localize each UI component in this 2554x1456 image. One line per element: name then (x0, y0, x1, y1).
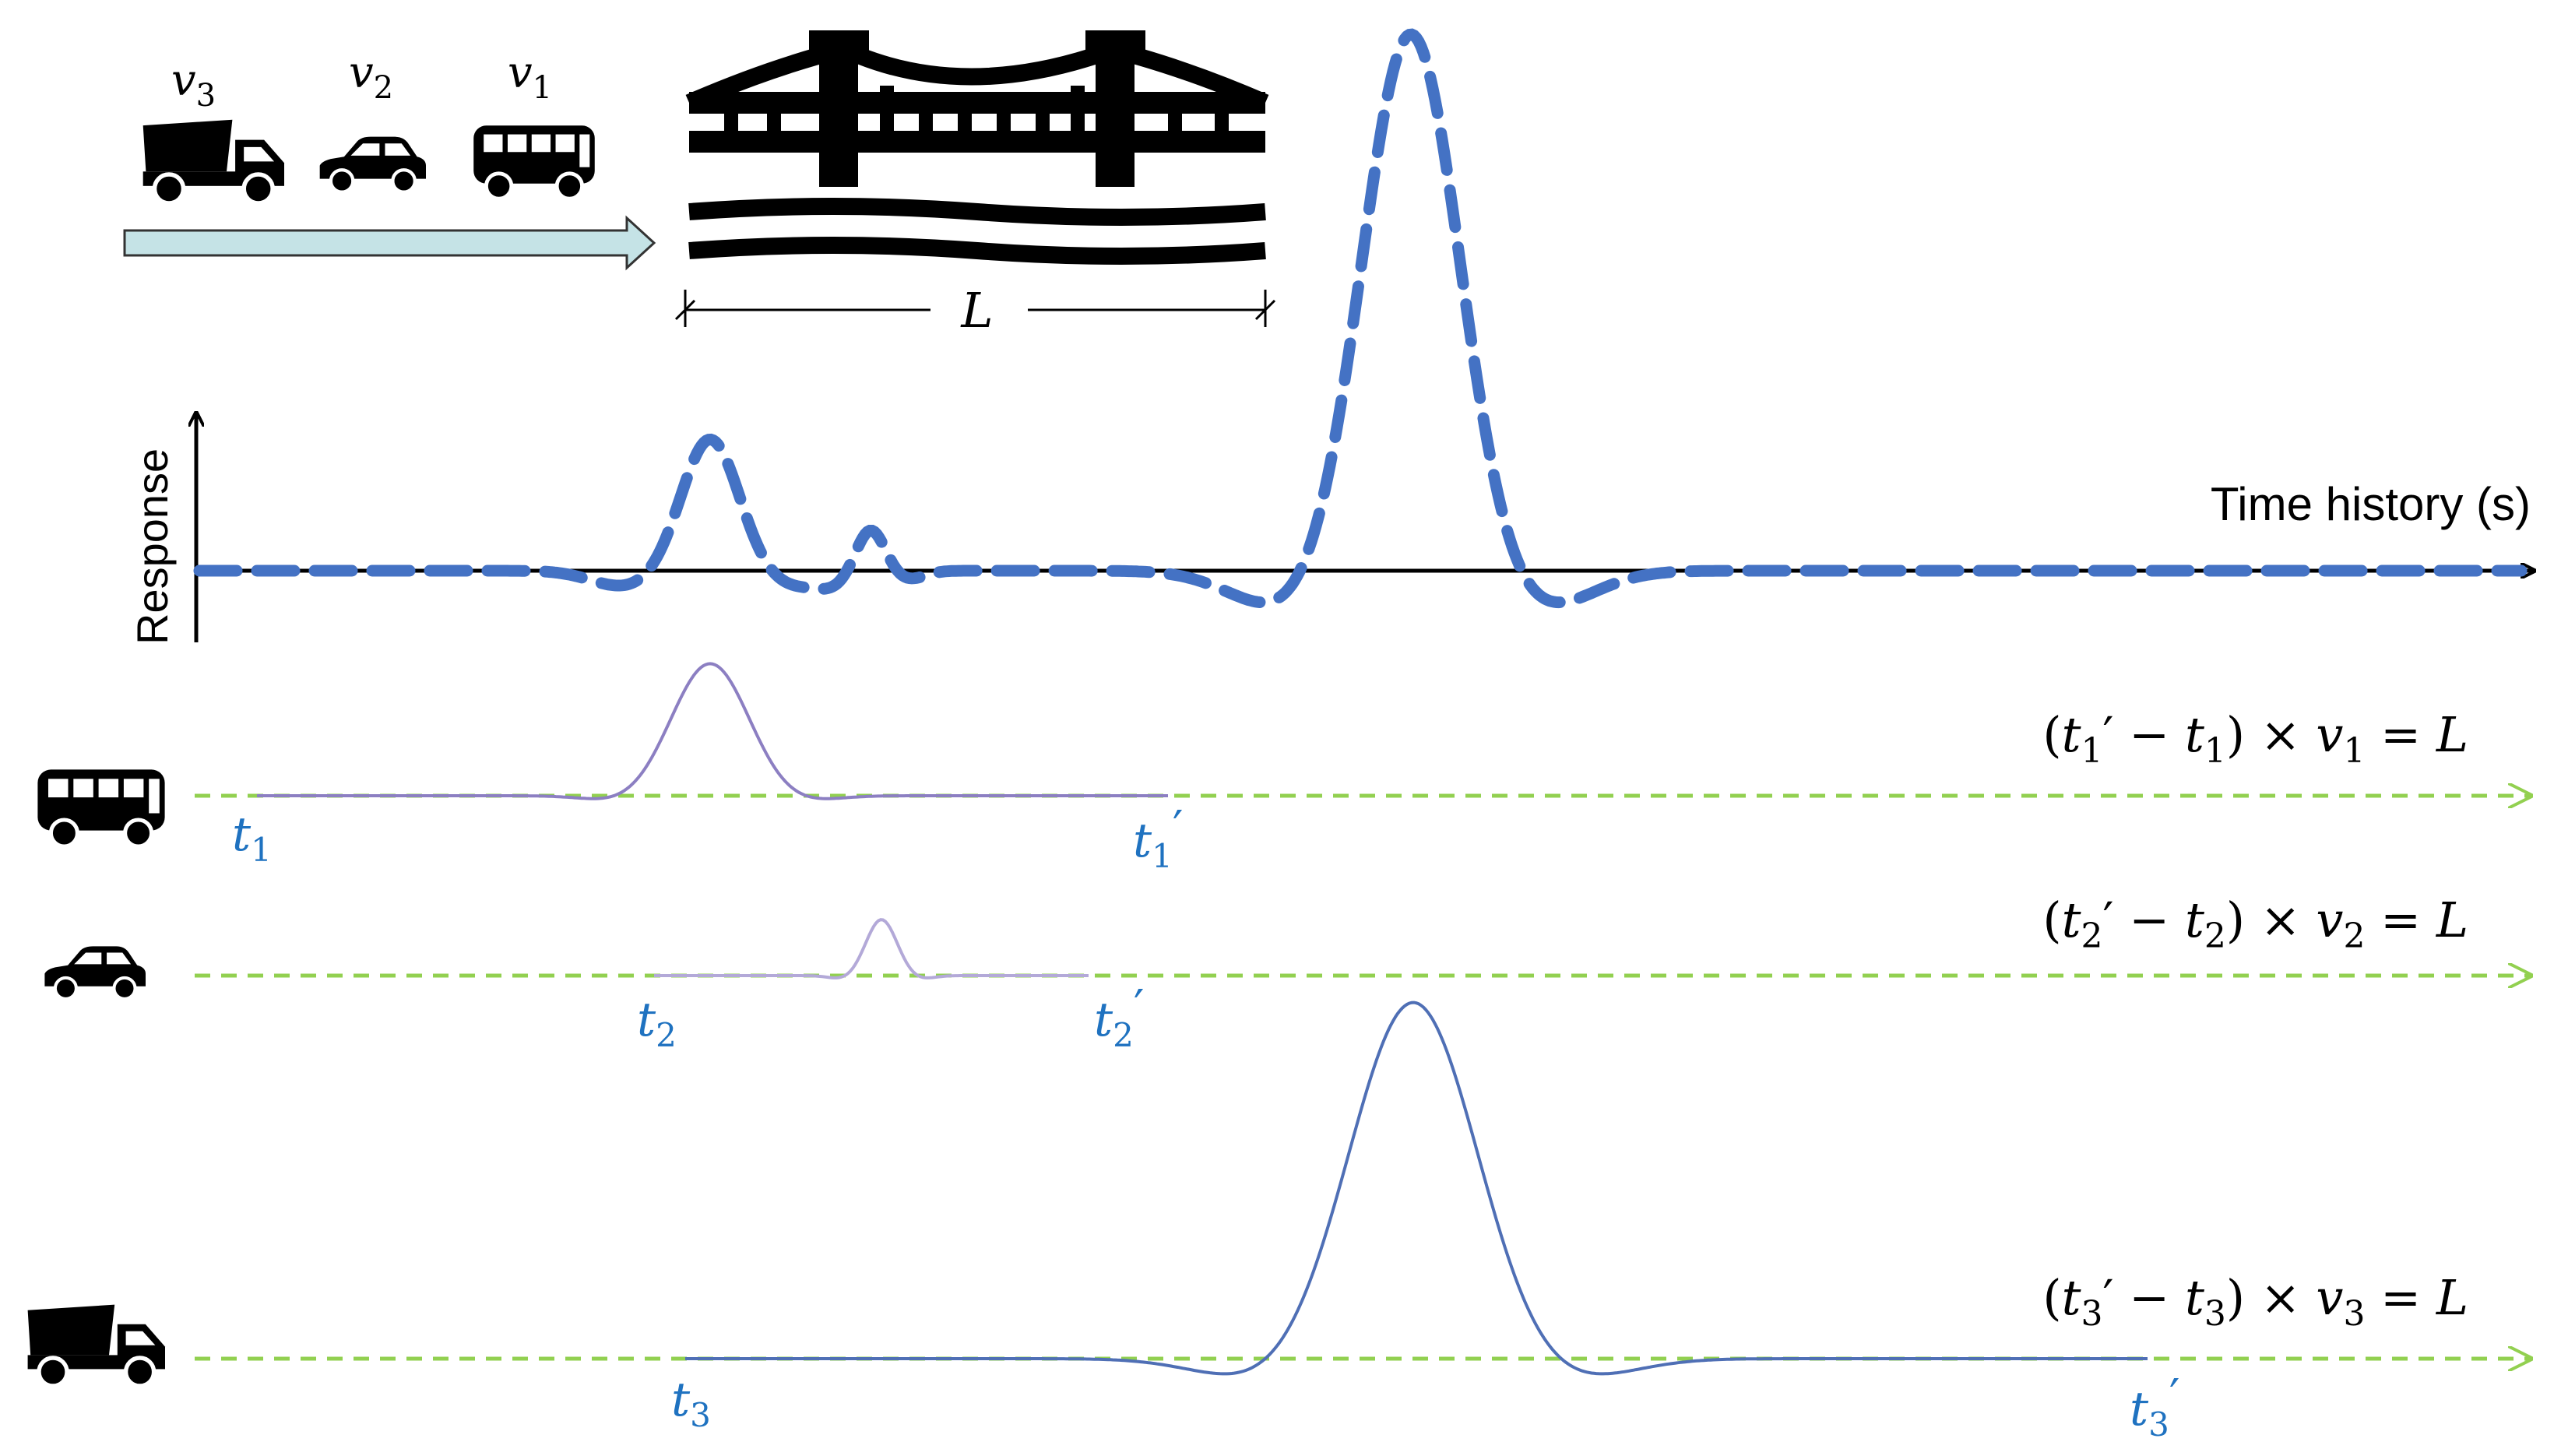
truck-end-time: t3′ (2130, 1370, 2179, 1444)
truck-icon (143, 120, 284, 203)
total-response-curve (193, 28, 2528, 609)
bus-equation: (t1′ − t1) × v1 = L (2042, 706, 2468, 771)
car-start-time: t2 (637, 993, 677, 1054)
span-label: L (960, 282, 993, 339)
span-dimension (674, 290, 1276, 327)
car-icon (320, 137, 426, 192)
travel-direction-arrow (123, 215, 656, 271)
equations: (t1′ − t1) × v1 = L (t2′ − t2) × v2 = L … (2042, 706, 2468, 1334)
top-illustration: v3 v2 v1 (123, 30, 1276, 339)
bridge-icon (685, 30, 1269, 187)
bus-start-time: t1 (232, 807, 272, 869)
bus-response-curve (257, 662, 1168, 800)
truck-response-curve (685, 1001, 2148, 1376)
velocity-label-truck: v3 (171, 55, 216, 114)
truck-equation: (t3′ − t3) × v3 = L (2042, 1269, 2468, 1334)
car-equation: (t2′ − t2) × v2 = L (2042, 892, 2468, 956)
truck-start-time: t3 (671, 1373, 711, 1434)
bus-icon (37, 769, 164, 846)
response-axis-label: Response (128, 448, 177, 645)
response-axes: Response Time history (s) (128, 413, 2535, 645)
car-response-curve (654, 918, 1089, 979)
time-labels: t1 t1′ t2 t2′ t3 t3′ (232, 801, 2179, 1444)
car-icon (44, 946, 146, 999)
velocity-label-bus: v1 (508, 47, 552, 106)
time-axis-label: Time history (s) (2211, 478, 2531, 530)
velocity-label-car: v2 (349, 47, 393, 106)
truck-icon (28, 1305, 165, 1386)
bus-end-time: t1′ (1133, 801, 1183, 875)
bus-icon (473, 125, 595, 199)
water-icon (688, 198, 1266, 265)
car-end-time: t2′ (1094, 980, 1144, 1054)
